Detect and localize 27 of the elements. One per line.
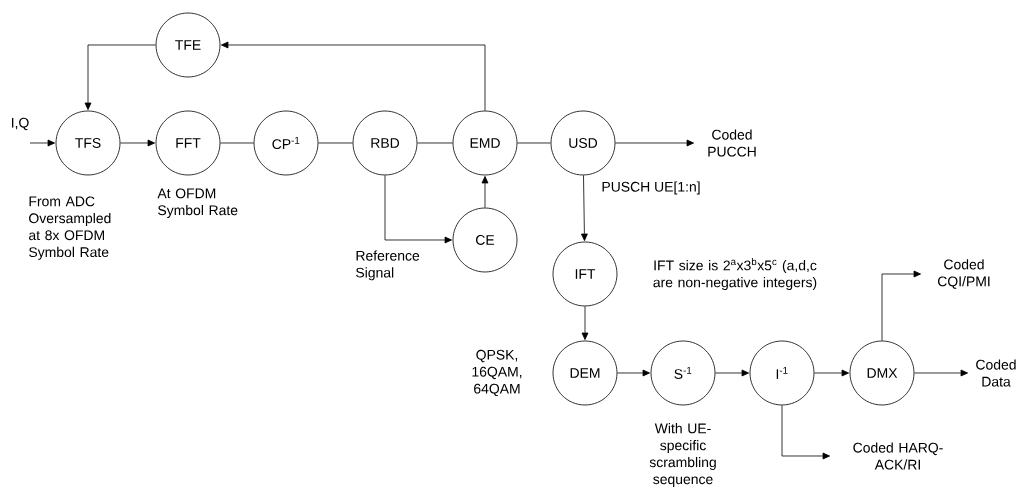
arrow <box>617 369 650 377</box>
arrow <box>881 270 921 341</box>
arrow <box>221 41 486 111</box>
note: IFT size is 2$^{a}$x3$^{b}$x5$^{c}$ (a,d,c are non-negative integers) <box>653 257 817 291</box>
note: Reference Signal <box>356 250 420 281</box>
note: At OFDM Symbol Rate <box>157 188 238 218</box>
arrow <box>120 139 155 147</box>
arrow <box>481 176 489 208</box>
output-label: Coded CQI/PMI <box>937 259 990 289</box>
note: With UE-specific scrambling sequence <box>649 423 716 487</box>
arrow <box>615 139 694 147</box>
arrow <box>715 369 749 377</box>
arrow <box>581 306 589 340</box>
output-label: Coded HARQ-ACK/RI <box>853 442 943 470</box>
arrow <box>781 405 830 460</box>
output-label: Coded Data <box>976 359 1016 387</box>
arrow <box>914 369 968 377</box>
arrow <box>581 175 588 241</box>
arrow <box>814 369 849 377</box>
arrow <box>384 175 452 244</box>
note: QPSK, 16QAM, 64QAM <box>472 349 522 397</box>
output-label: Coded PUCCH <box>708 129 756 157</box>
edge-label: PUSCH UE[1:n] <box>602 181 700 195</box>
note: From ADC Oversampled at 8x OFDM Symbol Rate <box>29 196 111 260</box>
edge-label: I,Q <box>12 117 29 131</box>
arrow <box>29 139 55 147</box>
arrow <box>84 44 156 110</box>
